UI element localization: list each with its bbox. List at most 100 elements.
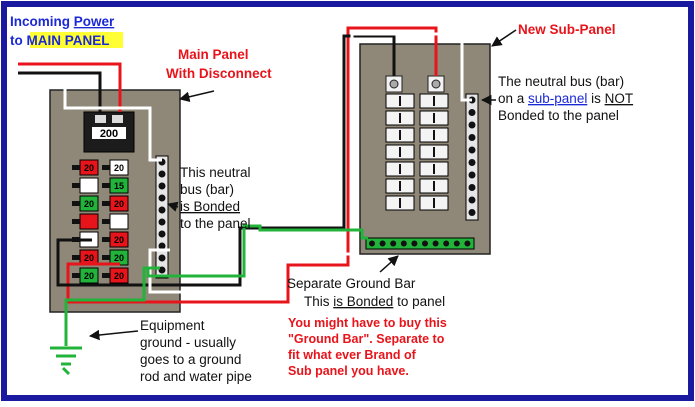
- main-panel-title-line1: Main Panel: [178, 47, 249, 62]
- sub-lug-left-screw: [389, 79, 399, 89]
- sub-neutral-screw-7: [468, 171, 476, 179]
- main-neutral-note-line4: to the panel: [180, 216, 251, 231]
- main-breaker-tab-right-2: [102, 183, 110, 188]
- equipment-ground-note-line3: goes to a ground: [140, 352, 241, 367]
- main-neutral-screw-6: [158, 218, 166, 226]
- main-breaker-tab-right-5: [102, 237, 110, 242]
- equipment-ground-wire: [64, 266, 160, 346]
- sub-neutral-bus: [465, 93, 479, 221]
- sub-neutral-note-subpanel: sub-panel: [528, 91, 587, 106]
- main-panel-title-line2: With Disconnect: [166, 66, 272, 81]
- sub-neutral-note-line2: on a sub-panel is NOT: [498, 91, 633, 106]
- sub-ground-screw-9: [453, 240, 460, 247]
- main-neutral-screw-8: [158, 242, 166, 250]
- sub-ground-screw-7: [432, 240, 439, 247]
- sub-neutral-screw-8: [468, 184, 476, 191]
- equipment-ground-note-line2: ground - usually: [140, 335, 236, 350]
- main-breaker-tab-left-4: [72, 219, 80, 224]
- ground-symbol-icon: [50, 346, 82, 376]
- main-breaker-right-4: [109, 213, 129, 230]
- main-panel-highlight: [30, 32, 123, 48]
- sub-ground-screw-10: [464, 240, 471, 247]
- main-neutral-note-line3: is Bonded: [180, 199, 240, 214]
- main-breaker-tab-right-3: [102, 201, 110, 206]
- main-breaker-rating-left-3: 20: [84, 199, 94, 209]
- feeder-neutral-white: [148, 32, 472, 294]
- equipment-ground-note-line1: Equipment: [140, 318, 205, 333]
- main-neutral-screw-4: [158, 194, 166, 202]
- sub-ground-screw-6: [422, 240, 428, 247]
- ground-bar-note-line2: This is Bonded to panel: [304, 294, 445, 309]
- sub-neutral-screw-9: [468, 196, 476, 204]
- main-breaker-rating-right-5: 20: [114, 235, 124, 245]
- diagram-frame: [1, 1, 694, 401]
- main-breaker-tab-right-4: [102, 219, 110, 224]
- sub-ground-screw-8: [443, 240, 450, 247]
- main-breaker-rating-right-6: 20: [114, 253, 124, 263]
- main-breaker-rating-right-3: 20: [114, 199, 124, 209]
- equipment-ground-note-line4: rod and water pipe: [140, 369, 252, 384]
- sub-panel-pointer: [491, 29, 517, 47]
- incoming-main-panel-word: MAIN PANEL: [27, 33, 110, 48]
- ground-bar-note-line1: Separate Ground Bar: [287, 276, 416, 291]
- ground-bar-pointer: [379, 255, 399, 273]
- sub-neutral-screw-3: [468, 121, 476, 129]
- sub-neutral-screw-10: [468, 209, 476, 216]
- main-breaker-rating: 200: [100, 128, 118, 140]
- main-breaker-rating-left-6: 20: [84, 253, 94, 263]
- main-breaker-handle-right: [112, 115, 123, 123]
- main-breaker-handle-left: [95, 115, 106, 123]
- incoming-hot-wire-1: [18, 62, 122, 112]
- main-neutral-note-line2: bus (bar): [180, 182, 234, 197]
- main-neutral-screw-5: [158, 206, 166, 214]
- sub-ground-screw-1: [369, 240, 375, 247]
- main-breaker-rating-box: [92, 127, 126, 139]
- sub-ground-screw-5: [411, 240, 418, 247]
- main-breaker-tab-left-2: [72, 183, 80, 188]
- feeder-ground-green: [146, 224, 368, 278]
- advice-line2: "Ground Bar". Separate to: [288, 332, 445, 346]
- sub-neutral-screw-5: [468, 146, 476, 154]
- advice-line1: You might have to buy this: [288, 316, 447, 330]
- sub-neutral-screw-6: [468, 159, 476, 166]
- main-neutral-bus: [155, 155, 169, 279]
- advice-line4: Sub panel you have.: [288, 364, 409, 378]
- sub-ground-bar: [365, 237, 475, 250]
- sub-ground-screw-4: [400, 240, 407, 247]
- incoming-power-label: Incoming Power to MAIN PANEL: [10, 14, 123, 48]
- sub-ground-screw-3: [390, 240, 397, 247]
- main-breaker-left-2: [79, 177, 99, 194]
- sub-neutral-screw-4: [468, 134, 476, 141]
- incoming-hot-wire-2: [18, 71, 102, 112]
- main-neutral-screw-2: [158, 170, 166, 178]
- sub-neutral-screw-2: [468, 109, 476, 116]
- main-breaker-tab-right-7: [102, 273, 110, 278]
- sub-neutral-note-on-a: on a: [498, 91, 528, 106]
- main-breaker-left-4: [79, 213, 99, 230]
- main-breaker-tab-left-6: [72, 255, 80, 260]
- equipment-ground-pointer: [88, 329, 139, 341]
- incoming-label-text: Incoming: [10, 14, 74, 29]
- main-breaker-tab-right-1: [102, 165, 110, 170]
- main-neutral-pointer: [166, 201, 179, 212]
- feeder-hot-red: [66, 26, 438, 304]
- main-neutral-note-line1: This neutral: [180, 165, 251, 180]
- main-breaker-tab-left-1: [72, 165, 80, 170]
- main-breaker-rating-left-1: 20: [84, 163, 94, 173]
- main-neutral-screw-3: [158, 182, 166, 190]
- main-neutral-screw-10: [158, 266, 166, 274]
- main-breaker-tab-right-6: [102, 255, 110, 260]
- incoming-to-word: to: [10, 33, 27, 48]
- main-neutral-screw-9: [158, 254, 166, 262]
- sub-lug-right-screw: [431, 79, 441, 89]
- incoming-neutral-wire: [18, 80, 162, 162]
- main-panel-pointer: [178, 90, 215, 102]
- main-breaker-tab-left-3: [72, 201, 80, 206]
- svg-text:Incoming Power: Incoming Power: [10, 14, 115, 29]
- sub-neutral-note-not: NOT: [605, 91, 634, 106]
- sub-neutral-note-is: is: [587, 91, 604, 106]
- sub-neutral-note-line1: The neutral bus (bar): [498, 74, 624, 89]
